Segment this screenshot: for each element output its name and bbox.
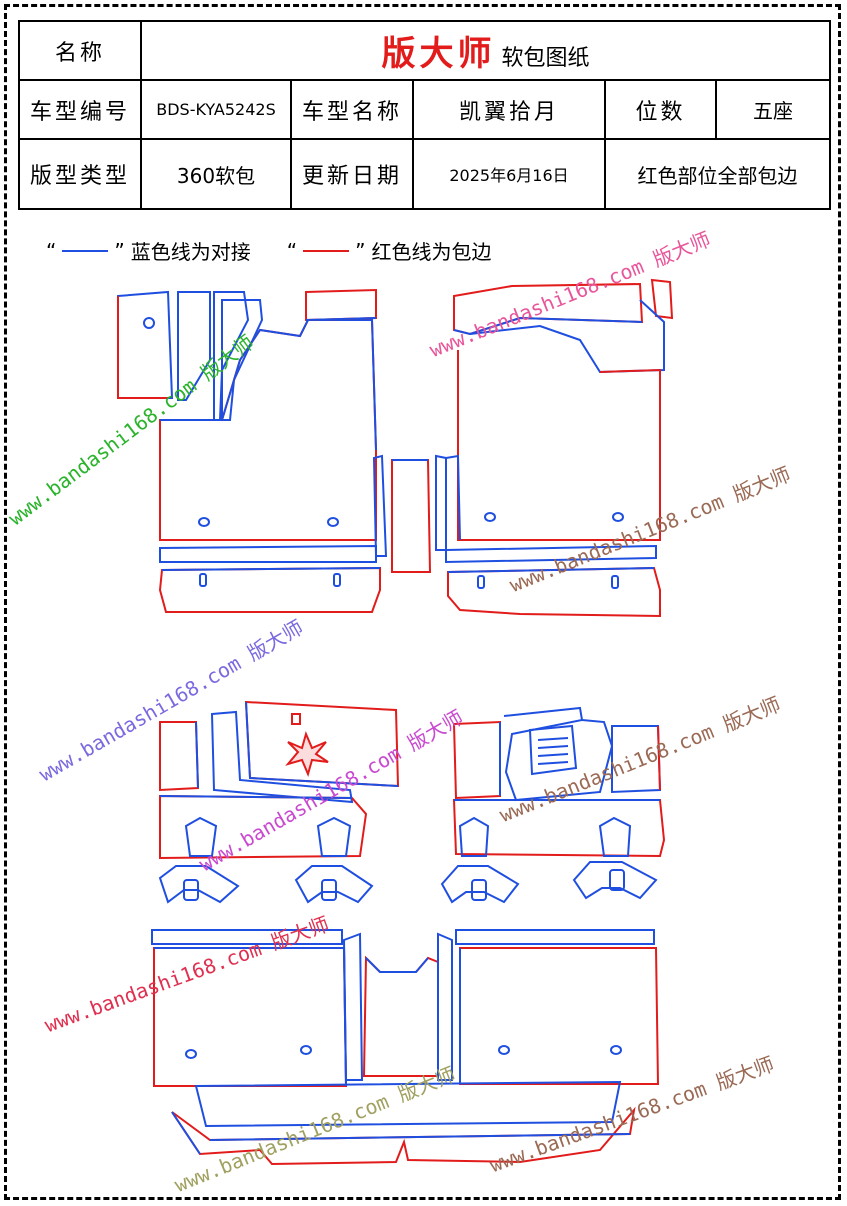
pattern-type: 360软包 <box>140 138 292 210</box>
front-left-floor-mat <box>117 288 381 613</box>
brand-name: 版大师 <box>381 34 496 74</box>
rear-right-mat-group <box>440 706 666 904</box>
front-right-floor-mat <box>445 278 674 618</box>
name-label: 名称 <box>18 20 142 81</box>
seats-label: 位数 <box>604 79 717 140</box>
pattern-type-label: 版型类型 <box>18 138 142 210</box>
quote-close: ” <box>355 238 366 263</box>
quote-close: ” <box>114 238 125 263</box>
legend-blue-text: 蓝色线为对接 <box>130 240 251 264</box>
legend-red-text: 红色线为包边 <box>371 240 492 264</box>
edge-note: 红色部位全部包边 <box>603 138 832 210</box>
info-table: 名称 版大师软包图纸 车型编号 BDS-KYA5242S 车型名称 凯翼拾月 位… <box>18 20 832 210</box>
model-name: 凯翼拾月 <box>412 79 606 140</box>
rear-left-mat-group <box>158 700 400 904</box>
legend: “ ” 蓝色线为对接 “ ” 红色线为包边 <box>40 236 492 265</box>
model-code-label: 车型编号 <box>18 79 142 140</box>
title-suffix: 软包图纸 <box>501 46 590 71</box>
model-name-label: 车型名称 <box>290 79 414 140</box>
page-border <box>4 4 841 1200</box>
blue-line-swatch <box>62 249 109 252</box>
red-line-swatch <box>303 249 350 252</box>
quote-open: “ <box>46 238 57 263</box>
update-date-label: 更新日期 <box>290 138 414 210</box>
second-row-floor-mat <box>151 929 660 1166</box>
model-code: BDS-KYA5242S <box>140 79 292 140</box>
star-logo-icon <box>285 731 329 777</box>
quote-open: “ <box>286 238 298 263</box>
seats-value: 五座 <box>714 79 832 140</box>
update-date: 2025年6月16日 <box>412 138 606 210</box>
center-tunnel-front <box>372 454 447 573</box>
drawing-title: 版大师软包图纸 <box>139 20 832 81</box>
